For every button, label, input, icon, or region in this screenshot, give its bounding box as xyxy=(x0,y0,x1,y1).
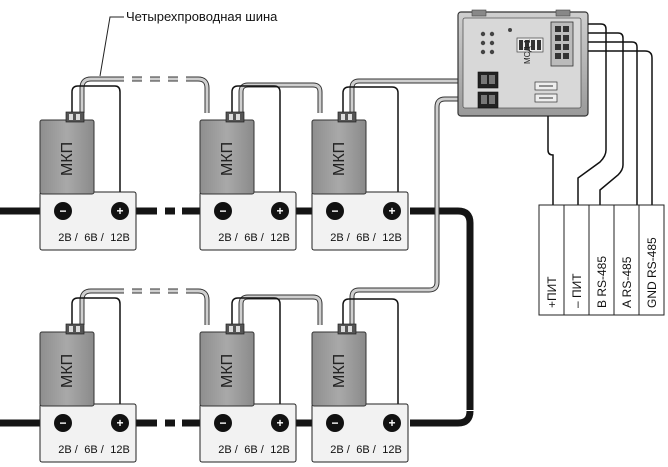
mkp-label: МКП xyxy=(331,142,348,176)
plus-symbol: + xyxy=(116,416,123,430)
voltage-option: 12В xyxy=(382,232,402,244)
terminal-label: B RS-485 xyxy=(595,256,609,308)
plus-terminal: + xyxy=(111,414,129,432)
voltage-option: 6В / xyxy=(84,232,105,244)
device-name: МСД-1 xyxy=(523,39,532,64)
minus-terminal: − xyxy=(214,414,232,432)
voltage-option: 6В / xyxy=(244,232,265,244)
mkp-connector xyxy=(337,323,357,335)
battery-blocks: МКП − +2В / 6В / 12В МКП − +2В / 6В / 12В МКП − +2В … xyxy=(39,111,409,463)
plus-terminal: + xyxy=(271,202,289,220)
minus-symbol: − xyxy=(219,204,226,218)
plus-symbol: + xyxy=(276,416,283,430)
minus-terminal: − xyxy=(326,414,344,432)
battery-unit: МКП − +2В / 6В / 12В xyxy=(39,111,137,251)
minus-symbol: − xyxy=(59,416,66,430)
battery-unit: МКП − +2В / 6В / 12В xyxy=(311,111,409,251)
sense-wires xyxy=(71,85,399,414)
voltage-option: 2В / xyxy=(330,444,351,456)
minus-symbol: − xyxy=(331,416,338,430)
mkp-label: МКП xyxy=(219,354,236,388)
minus-symbol: − xyxy=(331,204,338,218)
mkp-connector xyxy=(225,323,245,335)
voltage-option: 12В xyxy=(110,232,130,244)
battery-unit: МКП − +2В / 6В / 12В xyxy=(199,111,297,251)
mkp-label: МКП xyxy=(59,354,76,388)
plus-symbol: + xyxy=(116,204,123,218)
plus-terminal: + xyxy=(111,202,129,220)
voltage-option: 2В / xyxy=(218,232,239,244)
voltage-option: 2В / xyxy=(218,444,239,456)
device-output-wires xyxy=(547,23,653,205)
plus-symbol: + xyxy=(388,204,395,218)
mkp-connector xyxy=(337,111,357,123)
battery-unit: МКП − +2В / 6В / 12В xyxy=(311,323,409,463)
voltage-option: 12В xyxy=(270,232,290,244)
voltage-option: 2В / xyxy=(58,444,79,456)
voltage-option: 6В / xyxy=(84,444,105,456)
terminal-label: +ПИТ xyxy=(545,276,559,308)
bus-label-leader xyxy=(99,16,124,77)
plus-symbol: + xyxy=(388,416,395,430)
terminal-label: A RS-485 xyxy=(620,256,634,308)
battery-unit: МКП − +2В / 6В / 12В xyxy=(199,323,297,463)
minus-symbol: − xyxy=(59,204,66,218)
plus-terminal: + xyxy=(383,202,401,220)
minus-terminal: − xyxy=(54,414,72,432)
voltage-option: 12В xyxy=(382,444,402,456)
minus-terminal: − xyxy=(214,202,232,220)
msd-1-device: МСД-1 xyxy=(457,9,589,117)
minus-terminal: − xyxy=(326,202,344,220)
led-indicators xyxy=(480,28,512,55)
voltage-option: 2В / xyxy=(58,232,79,244)
mkp-label: МКП xyxy=(219,142,236,176)
plus-terminal: + xyxy=(383,414,401,432)
mkp-connector xyxy=(65,323,85,335)
mkp-label: МКП xyxy=(331,354,348,388)
terminal-label: GND RS-485 xyxy=(645,237,659,308)
voltage-option: 12В xyxy=(110,444,130,456)
minus-symbol: − xyxy=(219,416,226,430)
terminal-label: – ПИТ xyxy=(570,273,584,308)
bus-label: Четырехпроводная шина xyxy=(126,9,278,24)
battery-unit: МКП − +2В / 6В / 12В xyxy=(39,323,137,463)
mkp-connector xyxy=(65,111,85,123)
mkp-label: МКП xyxy=(59,142,76,176)
voltage-option: 12В xyxy=(270,444,290,456)
plus-terminal: + xyxy=(271,414,289,432)
four-wire-bus xyxy=(79,76,481,325)
voltage-option: 6В / xyxy=(244,444,265,456)
voltage-option: 6В / xyxy=(356,444,377,456)
voltage-option: 2В / xyxy=(330,232,351,244)
dip-switches xyxy=(516,37,544,53)
fuse-holders xyxy=(534,81,558,103)
plus-symbol: + xyxy=(276,204,283,218)
mkp-connector xyxy=(225,111,245,123)
bus-label-group: Четырехпроводная шина xyxy=(99,9,278,77)
terminal-block: +ПИТ – ПИТ B RS-485 A RS-485 GND RS-485 xyxy=(538,204,665,316)
minus-terminal: − xyxy=(54,202,72,220)
voltage-option: 6В / xyxy=(356,232,377,244)
